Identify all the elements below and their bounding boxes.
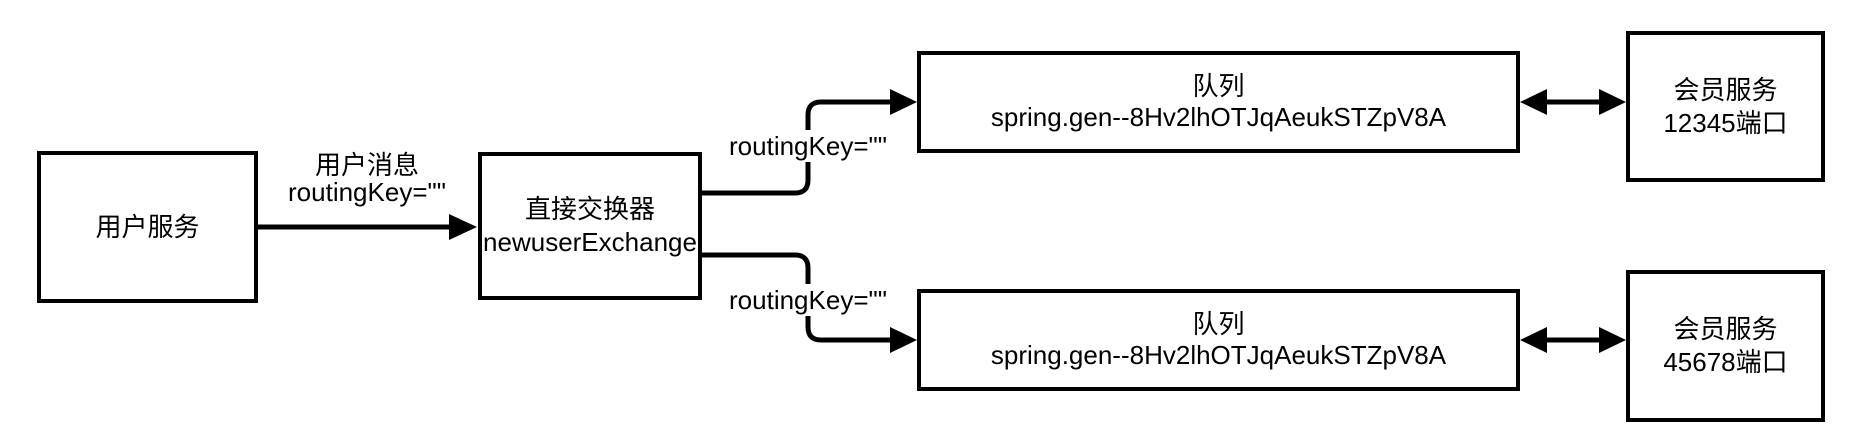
arrowhead-icon [1520,89,1547,115]
user-service-box: 用户服务 [37,151,258,303]
member-service-bottom-box: 会员服务 45678端口 [1626,270,1825,422]
member-service-label: 会员服务 [1673,74,1778,105]
member-service-top-box: 会员服务 12345端口 [1626,31,1825,182]
member-service-label: 会员服务 [1673,314,1778,344]
arrowhead-icon [1520,327,1547,353]
user-service-label: 用户服务 [95,212,200,242]
user-message-label-line1: 用户消息 [314,150,419,180]
user-to-exchange-arrow [258,214,477,240]
user-message-edge-label: 用户消息 routingKey="" [247,152,487,206]
arrowhead-icon [890,327,917,353]
queue-type-label: 队列 [1192,71,1245,101]
queue-type-label: 队列 [1192,309,1245,339]
member-service-port: 45678端口 [1663,347,1788,377]
arrowhead-icon [1599,327,1626,353]
arrowhead-icon [449,214,477,240]
exchange-name: newuserExchange [483,227,697,257]
queue-bottom-member-double-arrow [1520,327,1626,353]
user-message-label-line2: routingKey="" [288,177,446,207]
exchange-type-label: 直接交换器 [524,194,655,224]
exchange-box: 直接交换器 newuserExchange [478,152,702,300]
queue-top-member-double-arrow [1520,89,1626,115]
queue-name: spring.gen--8Hv2lhOTJqAeukSTZpV8A [990,340,1447,370]
queue-name: spring.gen--8Hv2lhOTJqAeukSTZpV8A [990,102,1447,132]
arrowhead-icon [890,89,917,115]
queue-top-box: 队列 spring.gen--8Hv2lhOTJqAeukSTZpV8A [917,51,1520,153]
routingkey-label-top: routingKey="" [723,130,893,162]
queue-bottom-box: 队列 spring.gen--8Hv2lhOTJqAeukSTZpV8A [917,289,1520,391]
routingkey-label-bottom: routingKey="" [723,284,893,316]
member-service-port: 12345端口 [1663,107,1788,138]
arrowhead-icon [1599,89,1626,115]
